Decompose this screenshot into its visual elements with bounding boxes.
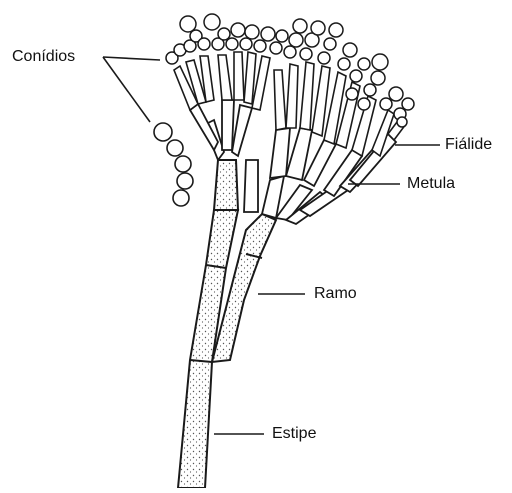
detached-conidia bbox=[154, 123, 193, 206]
metulae-right bbox=[244, 128, 396, 224]
stipe-upper-cell bbox=[214, 160, 238, 210]
label-ramo: Ramo bbox=[314, 286, 357, 302]
conidios-leader-top bbox=[103, 57, 160, 60]
label-estipe: Estipe bbox=[272, 426, 316, 442]
label-conidios: Conídios bbox=[12, 49, 75, 65]
conidios-leader-down bbox=[103, 57, 150, 122]
label-fialide: Fiálide bbox=[445, 137, 492, 153]
metulae-left bbox=[190, 100, 252, 160]
label-metula: Metula bbox=[407, 176, 455, 192]
